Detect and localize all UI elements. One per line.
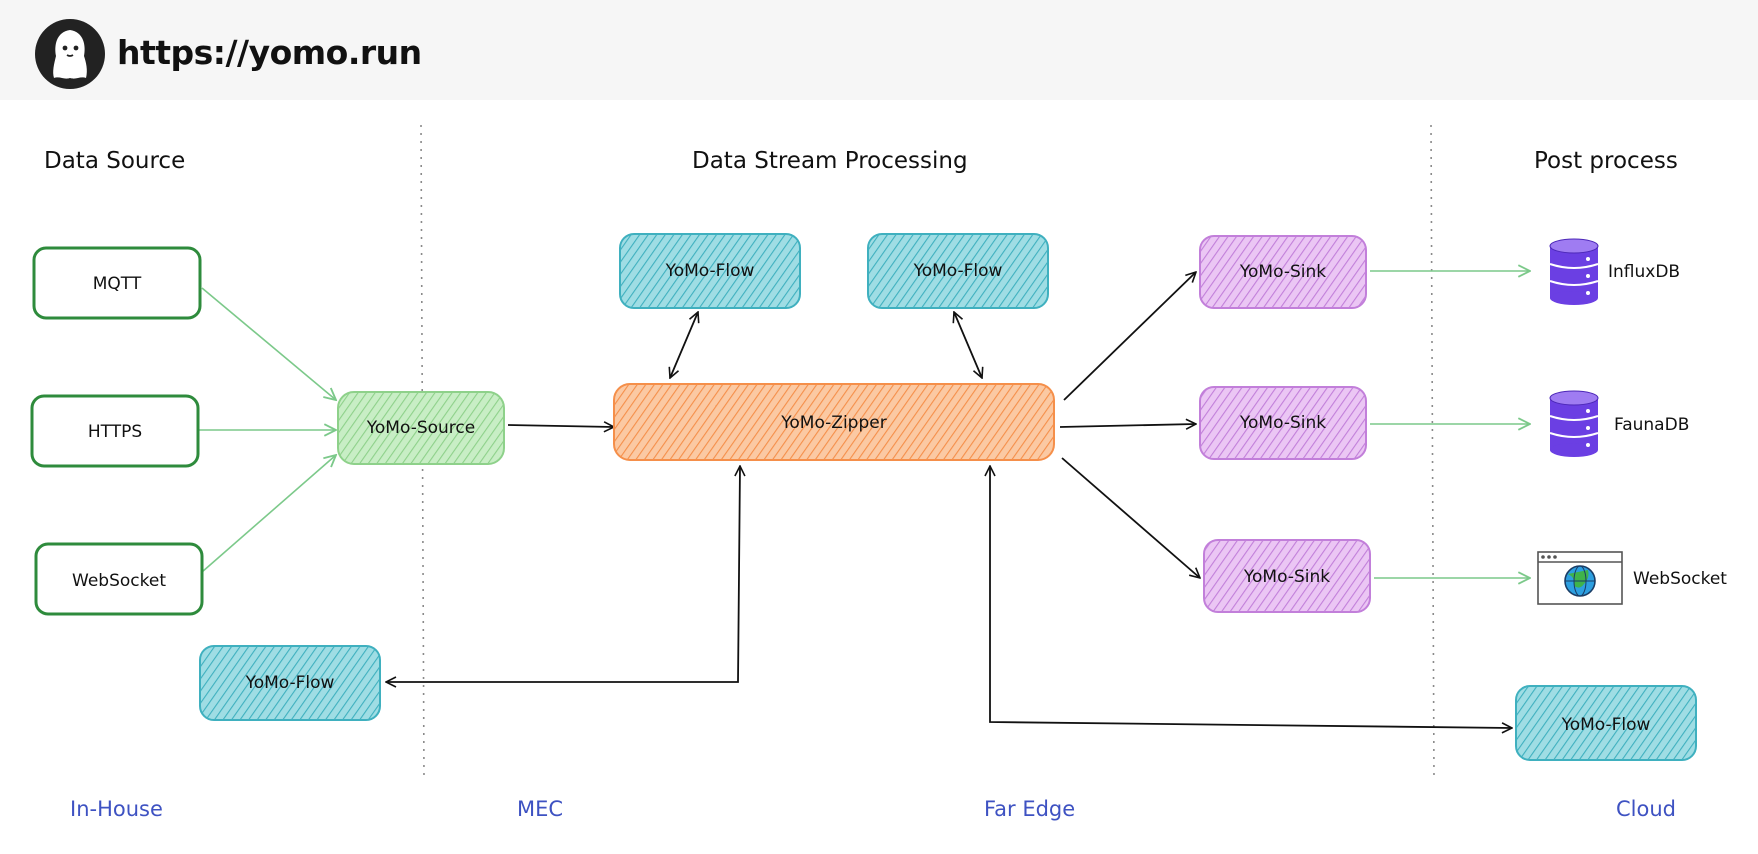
section-title-stream-processing: Data Stream Processing: [692, 148, 968, 174]
zone-label-mec: MEC: [517, 797, 563, 821]
section-title-post-process: Post process: [1534, 148, 1678, 174]
yomo-flow-bottom-right-label: YoMo-Flow: [1561, 715, 1651, 735]
zone-label-in-house: In-House: [70, 797, 163, 821]
header-bar: https://yomo.run: [0, 0, 1758, 100]
arrow-zipper-flow-bottom-left: [386, 466, 740, 682]
yomo-sink-2-label: YoMo-Sink: [1239, 413, 1326, 433]
yomo-flow-bottom-left-node[interactable]: YoMo-Flow: [199, 645, 381, 721]
zone-label-cloud: Cloud: [1616, 797, 1676, 821]
yomo-flow-bottom-right-node[interactable]: YoMo-Flow: [1515, 685, 1697, 761]
yomo-sink-1-label: YoMo-Sink: [1239, 262, 1326, 282]
source-https-label: HTTPS: [88, 422, 142, 442]
site-url[interactable]: https://yomo.run: [117, 33, 422, 72]
zone-divider-right: [1430, 124, 1435, 781]
target-faunadb-label: FaunaDB: [1614, 415, 1689, 435]
yomo-flow-top-1-node[interactable]: YoMo-Flow: [619, 233, 801, 309]
arrow-zipper-flow-top-2: [954, 312, 982, 378]
source-mqtt-label: MQTT: [93, 274, 142, 294]
source-input-arrows: [198, 287, 336, 573]
yomo-sink-3-label: YoMo-Sink: [1243, 567, 1330, 587]
source-mqtt[interactable]: MQTT: [32, 246, 202, 320]
arrow-zipper-sink-3: [1061, 457, 1200, 578]
yomo-sink-2-node[interactable]: YoMo-Sink: [1199, 386, 1367, 460]
source-websocket[interactable]: WebSocket: [34, 542, 204, 616]
yomo-source-label: YoMo-Source: [366, 418, 475, 438]
source-https[interactable]: HTTPS: [30, 394, 200, 468]
yomo-logo-icon: [35, 19, 105, 89]
yomo-flow-top-2-label: YoMo-Flow: [913, 261, 1003, 281]
sink-output-arrows: [1370, 271, 1530, 578]
yomo-flow-top-1-label: YoMo-Flow: [665, 261, 755, 281]
target-influxdb-label: InfluxDB: [1608, 262, 1680, 282]
arrow-source-to-zipper: [507, 425, 614, 427]
yomo-zipper-node[interactable]: YoMo-Zipper: [613, 383, 1055, 461]
faunadb-database-icon: [1549, 390, 1599, 457]
yomo-sink-1-node[interactable]: YoMo-Sink: [1199, 235, 1367, 309]
arrow-zipper-flow-bottom-right: [990, 466, 1512, 728]
source-websocket-label: WebSocket: [72, 571, 166, 591]
section-title-data-source: Data Source: [44, 148, 185, 174]
yomo-flow-bottom-left-label: YoMo-Flow: [245, 673, 335, 693]
zone-label-far-edge: Far Edge: [984, 797, 1075, 821]
yomo-zipper-label: YoMo-Zipper: [780, 413, 886, 433]
influxdb-database-icon: [1549, 238, 1599, 305]
target-websocket-label: WebSocket: [1633, 569, 1727, 589]
browser-globe-icon: [1537, 551, 1623, 605]
arrow-zipper-sink-2: [1059, 424, 1196, 427]
arrow-zipper-sink-1: [1063, 272, 1196, 401]
yomo-source-node[interactable]: YoMo-Source: [337, 391, 505, 465]
yomo-flow-top-2-node[interactable]: YoMo-Flow: [867, 233, 1049, 309]
yomo-sink-3-node[interactable]: YoMo-Sink: [1203, 539, 1371, 613]
arrow-zipper-flow-top-1: [670, 312, 698, 378]
